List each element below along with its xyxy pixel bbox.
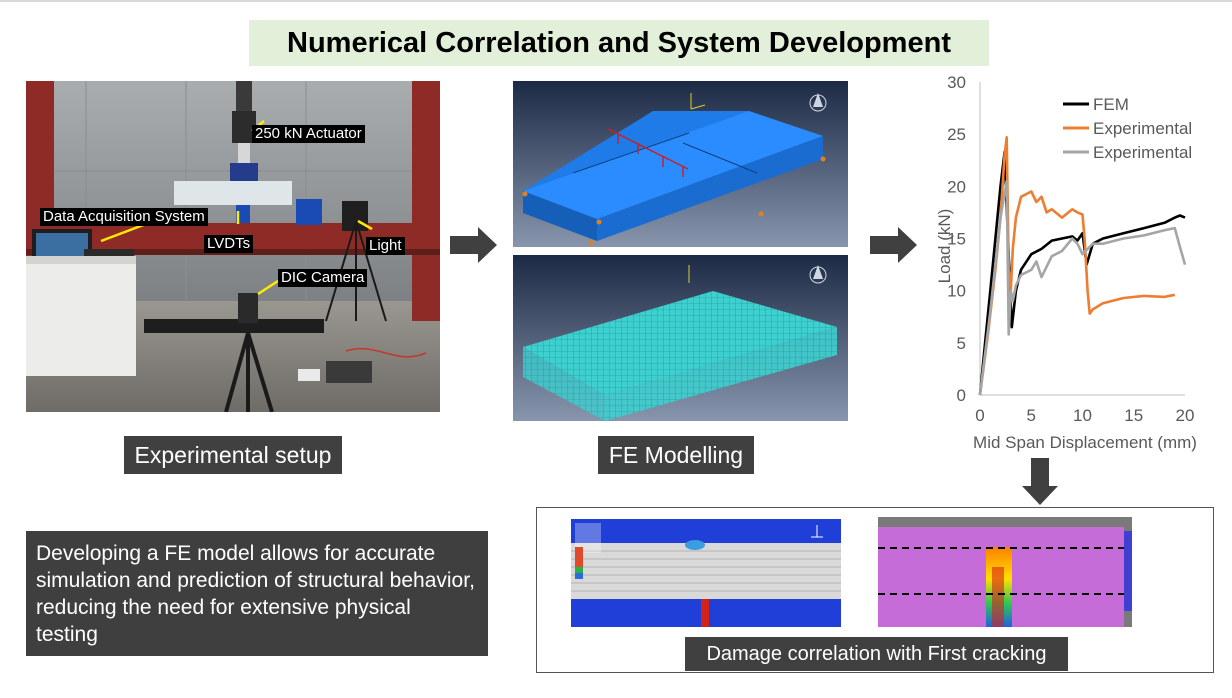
label-lvdts: LVDTs xyxy=(204,235,254,253)
y-tick-label: 15 xyxy=(947,230,966,249)
y-axis-label: Load (kN) xyxy=(935,208,954,284)
description-text: Developing a FE model allows for accurat… xyxy=(26,531,488,656)
y-tick-label: 30 xyxy=(947,73,966,92)
top-divider xyxy=(0,0,1232,2)
y-tick-label: 25 xyxy=(947,125,966,144)
dic-strain-contour xyxy=(878,517,1132,627)
x-tick-label: 15 xyxy=(1124,406,1143,425)
caption-damage-correlation: Damage correlation with First cracking xyxy=(685,637,1068,671)
label-actuator: 250 kN Actuator xyxy=(252,125,365,143)
series-line-2 xyxy=(978,179,1187,396)
x-axis-label: Mid Span Displacement (mm) xyxy=(973,433,1197,452)
legend-label: FEM xyxy=(1093,95,1129,114)
page-title: Numerical Correlation and System Develop… xyxy=(249,20,989,66)
x-tick-label: 10 xyxy=(1073,406,1092,425)
fe-damage-contour xyxy=(571,519,841,627)
label-light: Light xyxy=(366,237,405,255)
setup-photo-illustration xyxy=(26,81,440,412)
arrow-down-icon xyxy=(1022,458,1058,506)
fe-model-mesh xyxy=(513,255,848,421)
caption-experimental-setup: Experimental setup xyxy=(124,436,342,474)
label-daq: Data Acquisition System xyxy=(40,208,208,226)
caption-fe-modelling: FE Modelling xyxy=(598,436,754,474)
legend-label: Experimental xyxy=(1093,143,1192,162)
arrow-right-icon xyxy=(870,227,918,263)
label-dic-camera: DIC Camera xyxy=(278,269,368,287)
damage-correlation-frame: Damage correlation with First cracking xyxy=(536,507,1214,673)
x-tick-label: 20 xyxy=(1176,406,1195,425)
y-tick-label: 10 xyxy=(947,282,966,301)
x-tick-label: 5 xyxy=(1027,406,1036,425)
x-tick-label: 0 xyxy=(975,406,984,425)
y-tick-label: 0 xyxy=(957,386,966,405)
experimental-setup-photo: 250 kN Actuator Data Acquisition System … xyxy=(26,81,440,412)
y-tick-label: 20 xyxy=(947,177,966,196)
legend-label: Experimental xyxy=(1093,119,1192,138)
series-line-1 xyxy=(978,136,1176,396)
y-tick-label: 5 xyxy=(957,334,966,353)
arrow-right-icon xyxy=(450,227,498,263)
series-line-0 xyxy=(978,150,1186,396)
fe-model-loaded xyxy=(513,81,848,247)
